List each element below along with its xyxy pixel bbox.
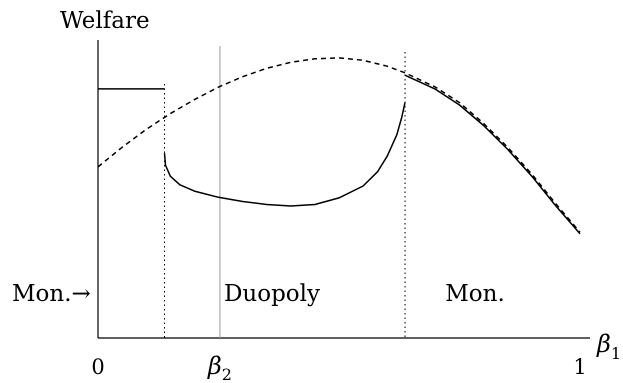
series-line-0 xyxy=(97,57,581,233)
region-label-left-arrow: → xyxy=(72,281,91,307)
beta2-label-main: β xyxy=(207,352,222,380)
y-axis-label: Welfare xyxy=(60,8,150,34)
x-tick-label-1: 1 xyxy=(573,355,586,379)
region-label-right: Mon. xyxy=(445,281,505,307)
x-axis-label: β1 xyxy=(596,330,621,363)
x-tick-label-0: 0 xyxy=(91,355,104,379)
beta2-label-sub: 2 xyxy=(222,365,232,383)
region-label-middle: Duopoly xyxy=(224,281,320,307)
x-axis-label-main: β xyxy=(596,330,611,358)
beta2-label: β2 xyxy=(207,352,232,383)
series-line-3 xyxy=(404,74,581,235)
region-label-left-text: Mon. xyxy=(12,281,72,307)
region-label-left: Mon.→ xyxy=(12,281,91,307)
series-line-2 xyxy=(163,102,406,207)
series-layer xyxy=(97,57,581,235)
x-axis-label-sub: 1 xyxy=(611,344,621,363)
